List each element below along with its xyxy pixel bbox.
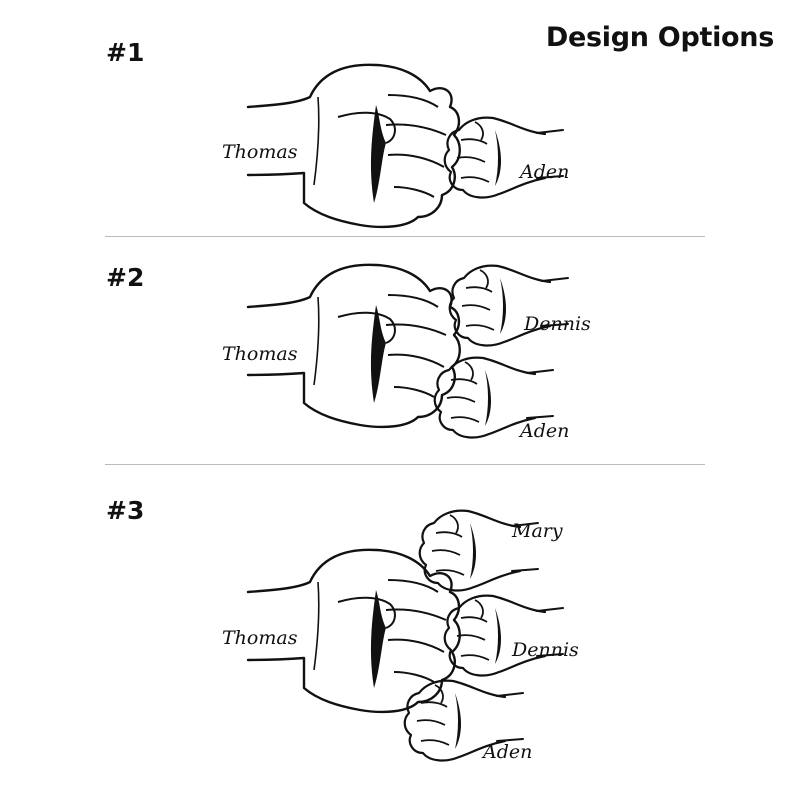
parent-name: Thomas bbox=[222, 141, 298, 163]
child-name-1: Dennis bbox=[523, 313, 591, 335]
option-1-number: #1 bbox=[106, 38, 145, 67]
child-name-1: Aden bbox=[518, 161, 569, 183]
parent-name: Thomas bbox=[222, 343, 298, 365]
option-2-number: #2 bbox=[106, 263, 145, 292]
page-title: Design Options bbox=[545, 22, 774, 53]
option-3-number: #3 bbox=[106, 496, 145, 525]
divider-1 bbox=[105, 236, 705, 237]
child-name-2: Dennis bbox=[511, 639, 579, 661]
parent-name: Thomas bbox=[222, 627, 298, 649]
child-name-2: Aden bbox=[518, 420, 569, 442]
option-3-artwork: Thomas Mary Dennis Aden bbox=[222, 509, 579, 763]
option-1-artwork: Thomas Aden bbox=[222, 63, 569, 229]
child-name-3: Aden bbox=[481, 741, 532, 763]
option-2-artwork: Thomas Dennis Aden bbox=[222, 263, 591, 442]
divider-2 bbox=[105, 464, 705, 465]
child-fist-icon bbox=[443, 594, 565, 677]
child-fist-icon bbox=[443, 116, 565, 199]
child-name-1: Mary bbox=[511, 520, 563, 542]
